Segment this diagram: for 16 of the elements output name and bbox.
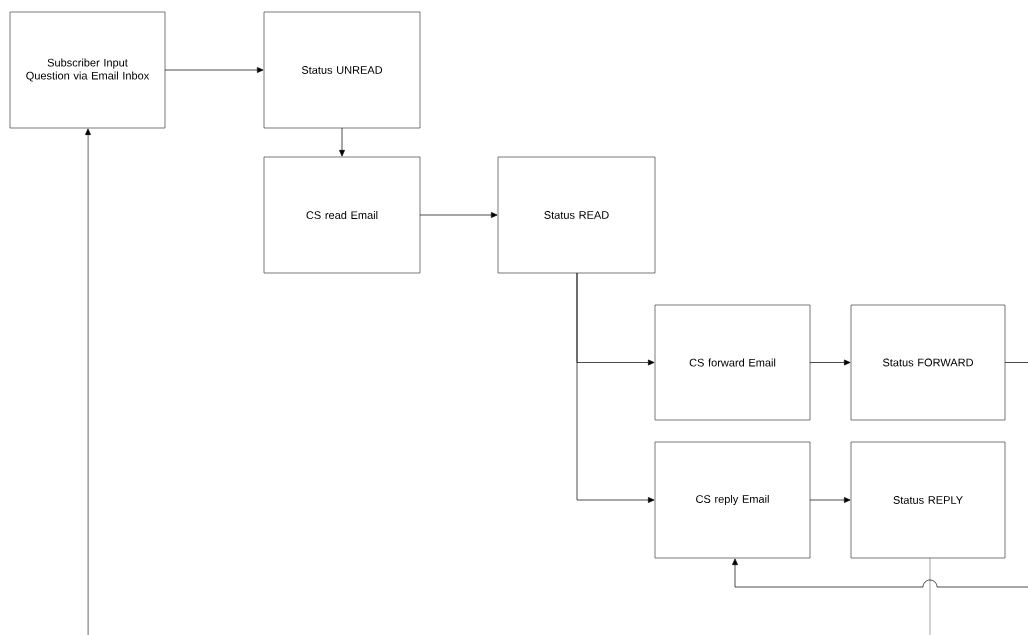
arrow [164,67,264,73]
arrow [85,128,91,635]
process-box: CS forward Email [654,304,811,421]
arrow [809,497,851,503]
process-box: Subscriber Input Question via Email Inbox [9,11,166,129]
process-box: CS reply Email [654,441,811,559]
process-box: Status FORWARD [850,304,1006,421]
process-box: Status REPLY [850,441,1006,559]
process-box: Status UNREAD [263,11,421,129]
process-box: CS read Email [263,156,421,274]
arrow [339,127,345,157]
arrow [809,359,851,366]
arrow [576,272,655,503]
arrow [732,558,1028,588]
process-box: Status READ [497,156,656,274]
arrow [419,212,498,218]
